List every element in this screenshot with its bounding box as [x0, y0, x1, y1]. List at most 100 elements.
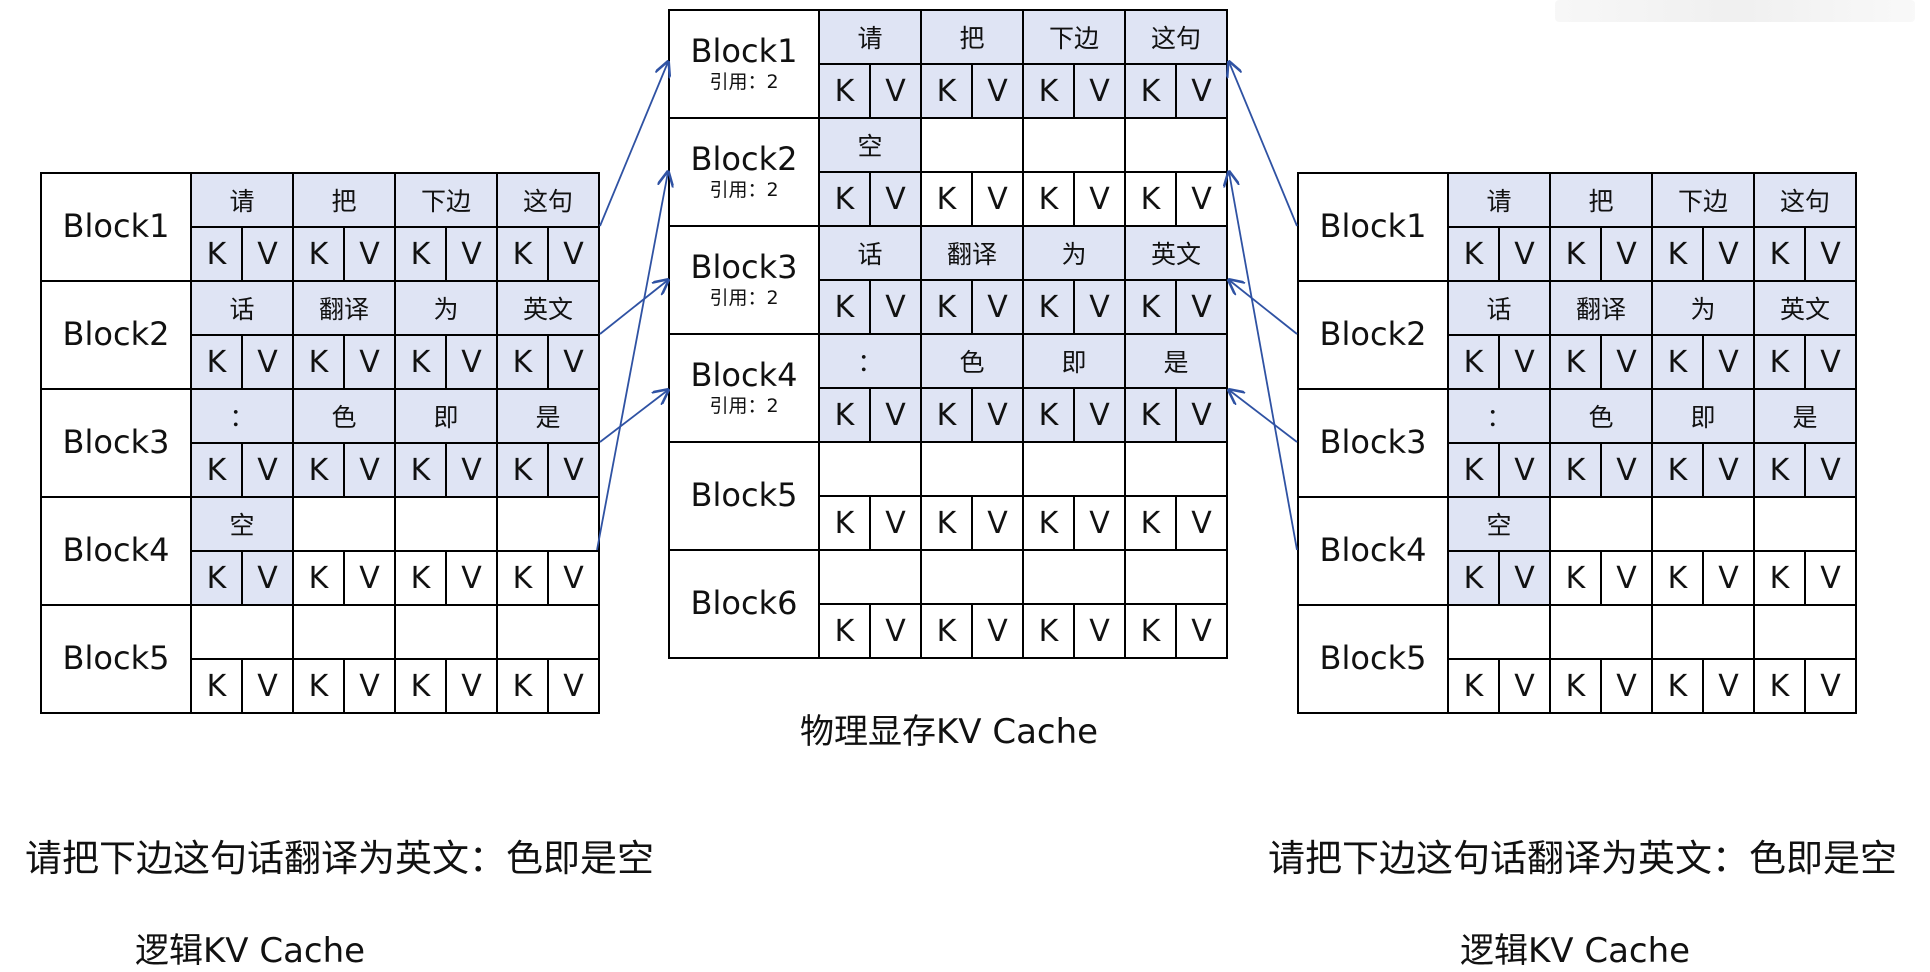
token-cell: ： [818, 333, 922, 389]
key-cell: K [818, 279, 871, 335]
token-cell: 翻译 [292, 280, 396, 336]
left-block5-token-row: Block5 [40, 604, 600, 714]
token-cell [1549, 604, 1653, 660]
physical-block6-label: Block6 [668, 549, 820, 659]
token-cell: 这句 [496, 172, 600, 228]
token-cell: 请 [818, 9, 922, 65]
left-block1-label: Block1 [40, 172, 192, 282]
block-name: Block4 [1319, 531, 1427, 570]
key-cell: K [920, 279, 973, 335]
key-cell: K [920, 603, 973, 659]
block-name: Block1 [690, 32, 798, 71]
block-name: Block2 [1319, 315, 1427, 354]
value-cell: V [343, 550, 396, 606]
value-cell: V [869, 63, 922, 119]
key-cell: K [190, 658, 243, 714]
right-block5-label: Block5 [1297, 604, 1449, 714]
value-cell: V [343, 658, 396, 714]
token-cell [1022, 549, 1126, 605]
block-name: Block4 [62, 531, 170, 570]
physical-block6-token-row: Block6 [668, 549, 1228, 659]
key-cell: K [1022, 63, 1075, 119]
token-cell [190, 604, 294, 660]
value-cell: V [1600, 550, 1653, 606]
key-cell: K [1549, 550, 1602, 606]
key-cell: K [1447, 226, 1500, 282]
value-cell: V [1702, 550, 1755, 606]
token-cell: 为 [1022, 225, 1126, 281]
value-cell: V [1804, 550, 1857, 606]
key-cell: K [190, 226, 243, 282]
token-cell: 话 [190, 280, 294, 336]
key-cell: K [1022, 603, 1075, 659]
key-cell: K [394, 442, 447, 498]
value-cell: V [1073, 171, 1126, 227]
mapping-arrow [1229, 62, 1298, 227]
value-cell: V [1073, 495, 1126, 551]
key-cell: K [1753, 658, 1806, 714]
token-cell [818, 441, 922, 497]
key-cell: K [1447, 442, 1500, 498]
key-cell: K [1753, 334, 1806, 390]
value-cell: V [445, 550, 498, 606]
token-cell: 空 [818, 117, 922, 173]
right-block3-token-row: Block3：色即是 [1297, 388, 1857, 498]
value-cell: V [1175, 171, 1228, 227]
key-cell: K [1022, 279, 1075, 335]
key-cell: K [1124, 279, 1177, 335]
token-cell [1022, 441, 1126, 497]
value-cell: V [1804, 658, 1857, 714]
token-cell: 为 [394, 280, 498, 336]
key-cell: K [1753, 442, 1806, 498]
left-block3-token-row: Block3：色即是 [40, 388, 600, 498]
token-cell [1124, 549, 1228, 605]
key-cell: K [1124, 387, 1177, 443]
value-cell: V [1498, 658, 1551, 714]
key-cell: K [818, 387, 871, 443]
token-cell [1651, 604, 1755, 660]
token-cell [1022, 117, 1126, 173]
key-cell: K [496, 226, 549, 282]
value-cell: V [547, 550, 600, 606]
key-cell: K [496, 334, 549, 390]
token-cell [394, 496, 498, 552]
watermark [1555, 0, 1915, 22]
value-cell: V [869, 279, 922, 335]
token-cell [394, 604, 498, 660]
mapping-arrow [1229, 172, 1298, 551]
block-ref-count: 引用：2 [709, 178, 779, 201]
token-cell [1124, 441, 1228, 497]
value-cell: V [869, 171, 922, 227]
value-cell: V [1073, 603, 1126, 659]
block-ref-count: 引用：2 [709, 70, 779, 93]
key-cell: K [1651, 658, 1704, 714]
key-cell: K [920, 171, 973, 227]
value-cell: V [1804, 334, 1857, 390]
value-cell: V [241, 226, 294, 282]
value-cell: V [241, 550, 294, 606]
token-cell [1549, 496, 1653, 552]
value-cell: V [869, 603, 922, 659]
block-ref-count: 引用：2 [709, 394, 779, 417]
value-cell: V [547, 334, 600, 390]
value-cell: V [1175, 63, 1228, 119]
block-ref-count: 引用：2 [709, 286, 779, 309]
token-cell [818, 549, 922, 605]
key-cell: K [1651, 442, 1704, 498]
value-cell: V [1175, 495, 1228, 551]
key-cell: K [1549, 334, 1602, 390]
value-cell: V [1498, 442, 1551, 498]
token-cell: 是 [1753, 388, 1857, 444]
key-cell: K [1549, 442, 1602, 498]
key-cell: K [1124, 171, 1177, 227]
key-cell: K [1753, 226, 1806, 282]
